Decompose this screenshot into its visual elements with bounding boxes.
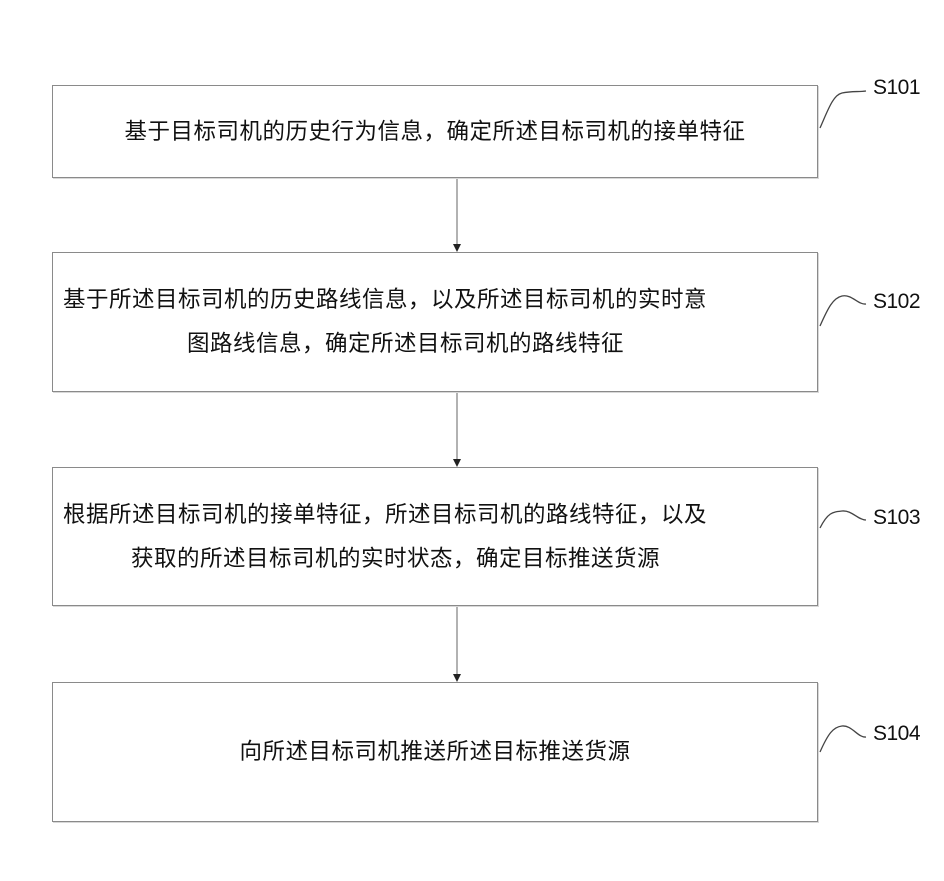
step-text-s102-line2: 图路线信息，确定所述目标司机的路线特征 <box>63 322 807 366</box>
step-box-s104: 向所述目标司机推送所述目标推送货源 <box>52 682 818 822</box>
step-text-s103-line2: 获取的所述目标司机的实时状态，确定目标推送货源 <box>63 537 807 581</box>
step-text-s104: 向所述目标司机推送所述目标推送货源 <box>239 730 630 774</box>
step-text-s103-line1: 根据所述目标司机的接单特征，所述目标司机的路线特征，以及 <box>63 493 807 537</box>
step-box-s101: 基于目标司机的历史行为信息，确定所述目标司机的接单特征 <box>52 85 818 178</box>
step-text-s101: 基于目标司机的历史行为信息，确定所述目标司机的接单特征 <box>124 110 745 154</box>
step-text-s103: 根据所述目标司机的接单特征，所述目标司机的路线特征，以及 获取的所述目标司机的实… <box>63 493 807 581</box>
step-text-s102-line1: 基于所述目标司机的历史路线信息，以及所述目标司机的实时意 <box>63 278 807 322</box>
leader-line-s103 <box>820 511 866 528</box>
leader-line-s102 <box>820 296 866 326</box>
step-label-s104: S104 <box>873 722 920 746</box>
step-label-s103: S103 <box>873 506 920 530</box>
step-box-s102: 基于所述目标司机的历史路线信息，以及所述目标司机的实时意 图路线信息，确定所述目… <box>52 252 818 392</box>
step-label-s102: S102 <box>873 290 920 314</box>
leader-line-s104 <box>820 726 866 752</box>
step-text-s102: 基于所述目标司机的历史路线信息，以及所述目标司机的实时意 图路线信息，确定所述目… <box>63 278 807 366</box>
step-label-s101: S101 <box>873 76 920 100</box>
step-box-s103: 根据所述目标司机的接单特征，所述目标司机的路线特征，以及 获取的所述目标司机的实… <box>52 467 818 606</box>
leader-line-s101 <box>820 91 866 128</box>
